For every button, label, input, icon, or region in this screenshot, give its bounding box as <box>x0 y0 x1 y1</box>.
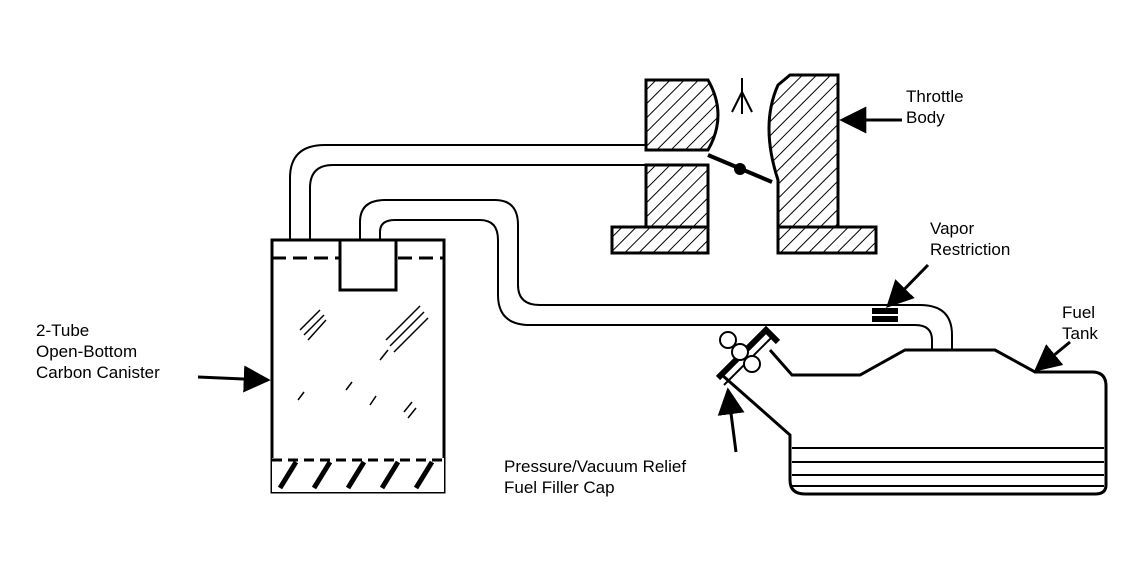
throttle-right-base <box>776 225 878 255</box>
fuel-tank-arrow <box>1033 340 1071 372</box>
vapor-restriction-arrow <box>886 263 930 308</box>
canister-bottom-hatch <box>277 460 435 490</box>
throttle-left-upper-block <box>644 78 720 152</box>
fuel-injector-spray-icon <box>731 78 753 114</box>
carbon-shading <box>297 305 429 419</box>
label-vapor-restriction: Vapor Restriction <box>930 219 1011 259</box>
canister-inner-tube <box>338 238 398 292</box>
throttle-left-lower-block <box>644 163 710 229</box>
canister-arrow <box>197 365 271 393</box>
fuel-tank <box>721 348 1108 496</box>
label-throttle-body: Throttle Body <box>906 87 964 127</box>
vapor-tube <box>359 199 953 350</box>
label-filler-cap: Pressure/Vacuum Relief Fuel Filler Cap <box>504 457 687 497</box>
throttle-body <box>610 73 878 255</box>
label-fuel-tank: Fuel Tank <box>1062 303 1098 343</box>
purge-tube <box>289 144 646 240</box>
throttle-shaft <box>734 163 746 175</box>
carbon-canister <box>270 238 446 494</box>
throttle-plate <box>707 153 773 184</box>
fuel-level <box>792 447 1104 487</box>
label-carbon-canister: 2-Tube Open-Bottom Carbon Canister <box>36 321 160 382</box>
throttle-right-block <box>767 73 840 229</box>
leader-arrows <box>197 106 1071 453</box>
vapor-restriction <box>872 308 898 322</box>
filler-cap-arrow <box>717 387 745 453</box>
fuel-filler-cap <box>715 325 781 386</box>
throttle-left-base <box>610 225 710 255</box>
